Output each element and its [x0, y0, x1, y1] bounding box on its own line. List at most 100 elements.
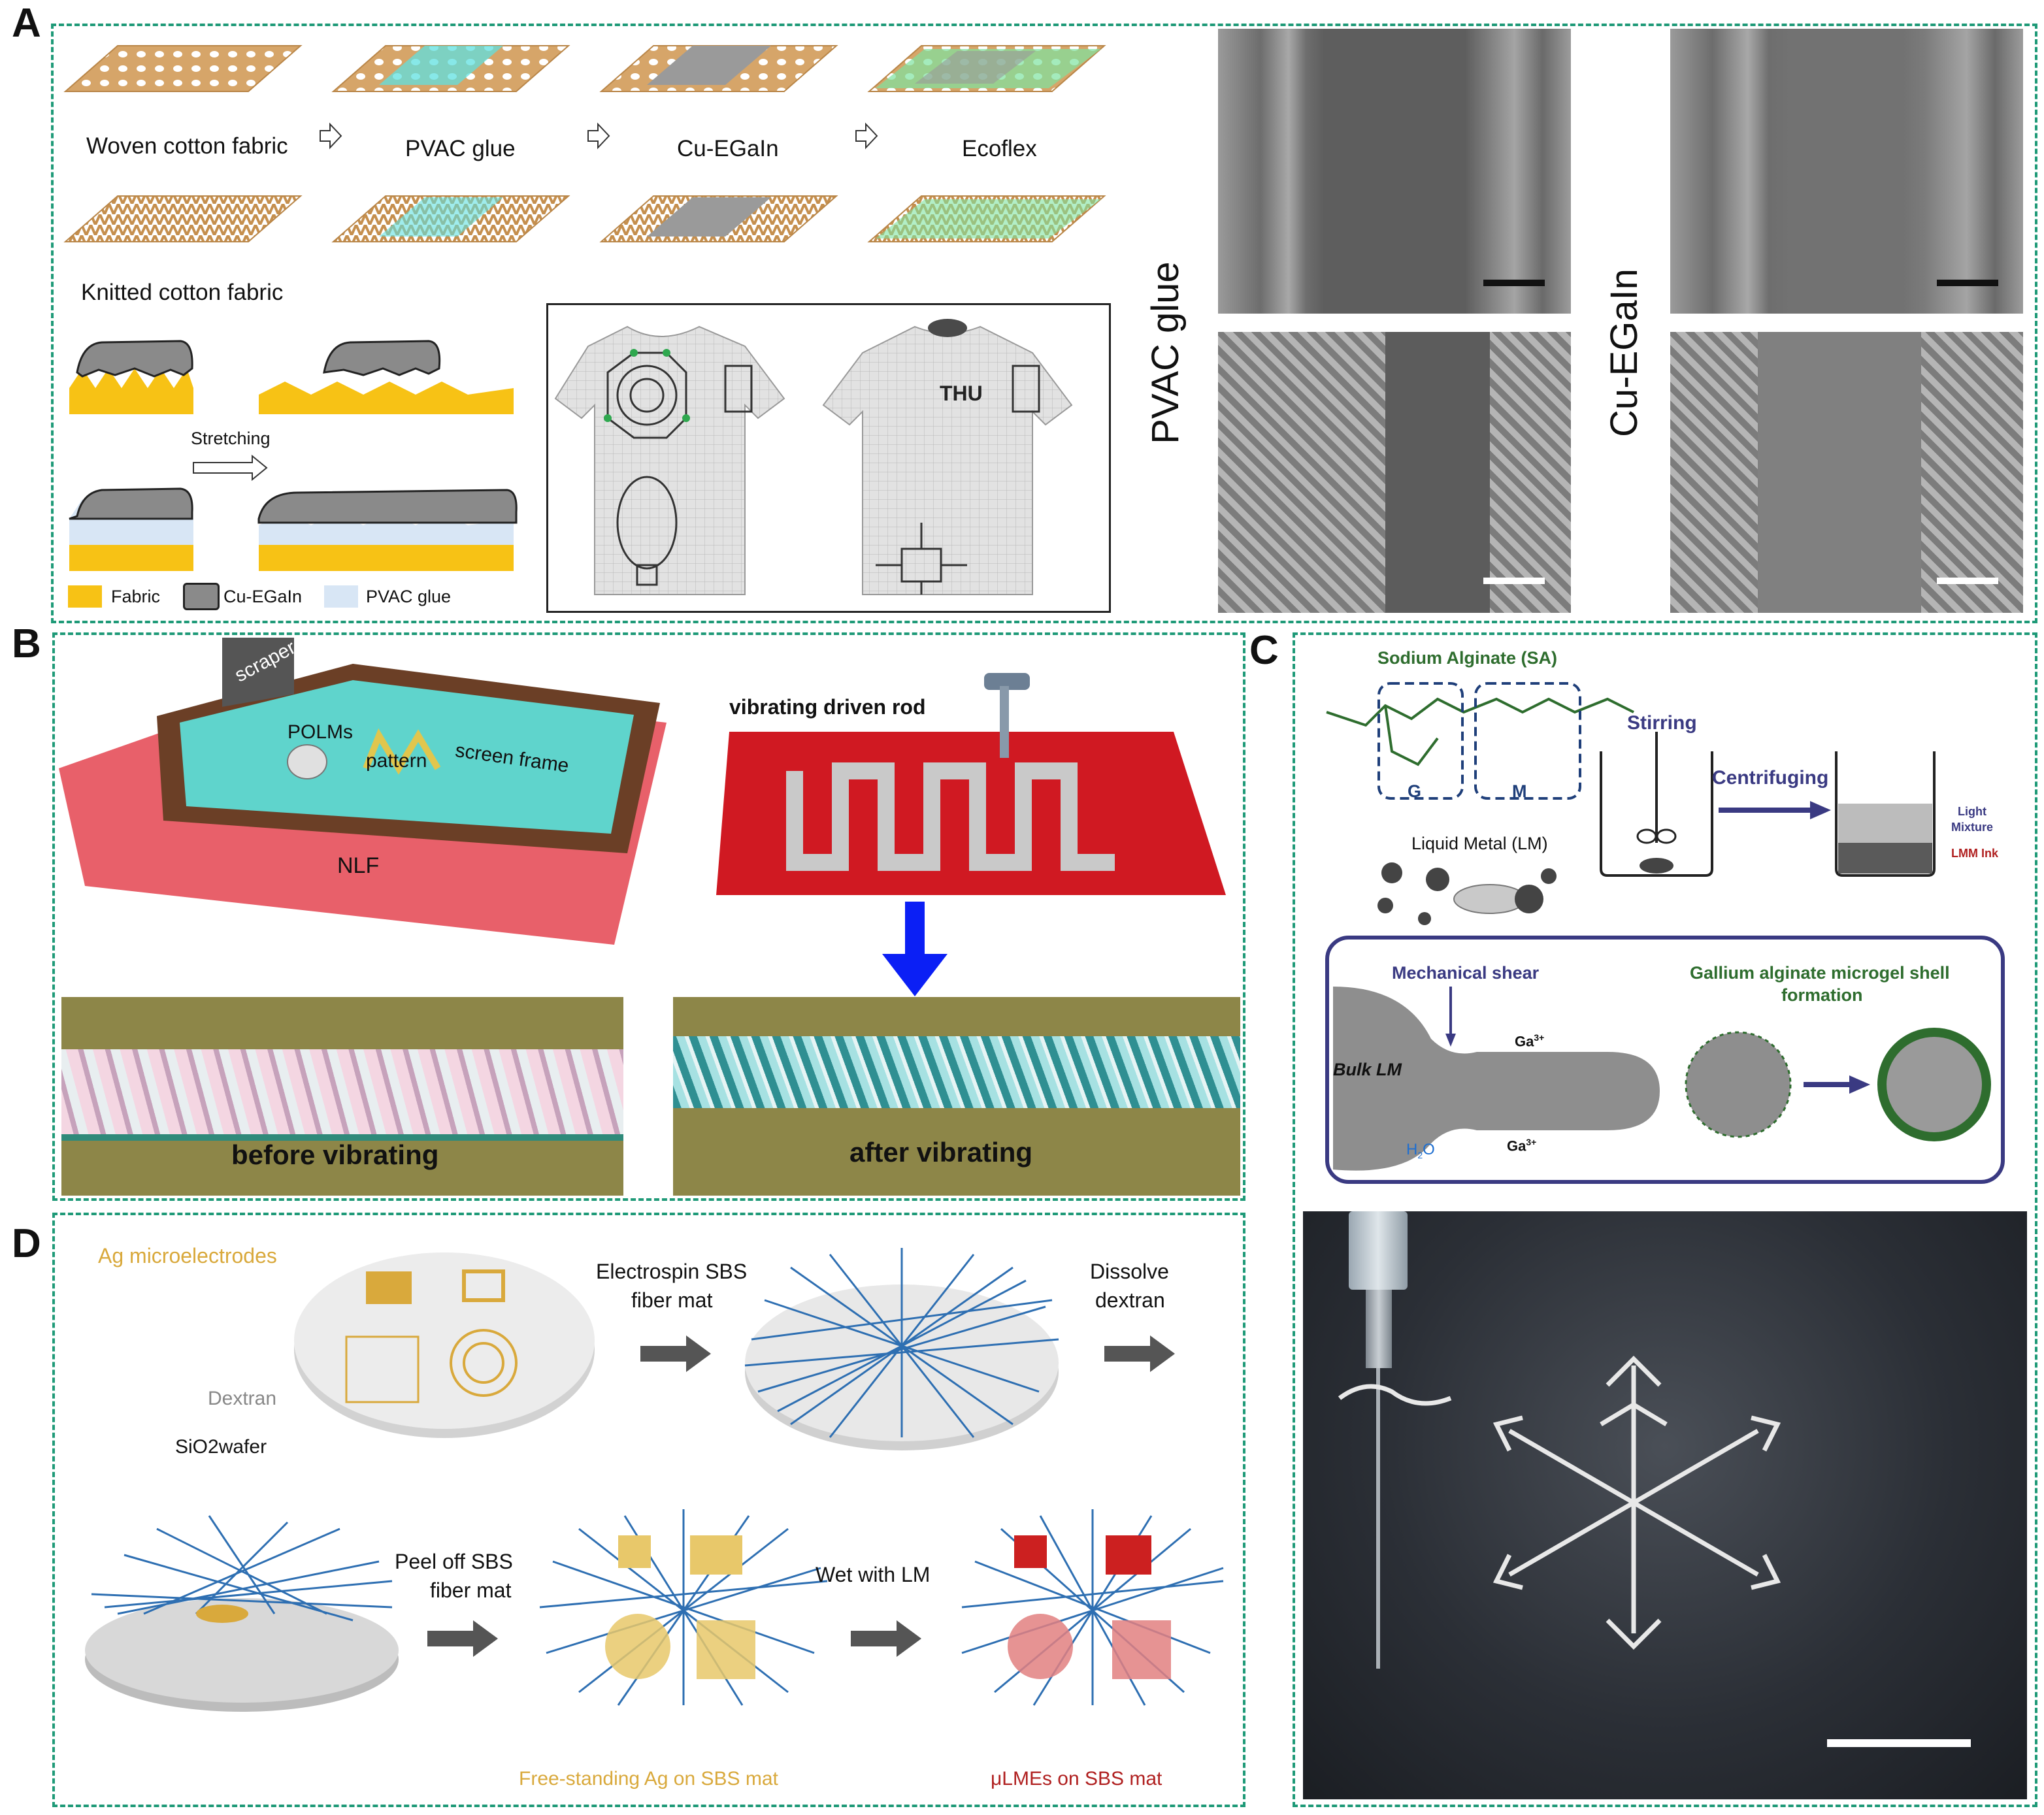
after-label: after vibrating — [849, 1137, 1033, 1168]
gallium-label-1: Gallium alginate microgel shell — [1690, 963, 1950, 983]
free-standing-ag-mat — [539, 1509, 828, 1706]
snowflake-print-photo — [1303, 1211, 2027, 1799]
woven-tile-2 — [331, 45, 570, 92]
cuegain-step-label: Cu-EGaIn — [677, 136, 779, 161]
knitted-tile-4 — [867, 195, 1106, 242]
liquid-metal-label: Liquid Metal (LM) — [1411, 834, 1548, 853]
step-arrow-3 — [855, 122, 878, 150]
ag-microelectrodes-label: Ag microelectrodes — [98, 1244, 277, 1267]
g-label: G — [1408, 781, 1422, 801]
pvac-step-label: PVAC glue — [405, 136, 516, 161]
dissolve-label-1: Dissolve — [1090, 1260, 1169, 1283]
panel-a-frame — [51, 24, 2037, 623]
panel-c-frame — [1293, 632, 2037, 1807]
legend-pvac-swatch — [324, 585, 358, 608]
scale-bar — [1827, 1739, 1971, 1747]
microgel-box — [1325, 936, 2005, 1184]
ulmes-label: μLMEs on SBS mat — [991, 1768, 1162, 1790]
peeled-mat-on-wafer — [85, 1515, 399, 1712]
dissolve-label-2: dextran — [1095, 1288, 1165, 1312]
polms-label: POLMs — [288, 721, 354, 743]
stirring-label: Stirring — [1627, 712, 1697, 734]
legend-fabric-label: Fabric — [111, 587, 161, 606]
woven-tile-1 — [63, 45, 303, 92]
woven-tile-3 — [599, 45, 838, 92]
electrospin-label-1: Electrospin SBS — [596, 1260, 748, 1283]
before-vibrating-photo — [61, 997, 623, 1196]
ga-top-label: Ga3+ — [1515, 1032, 1545, 1050]
stretching-label: Stretching — [191, 429, 271, 448]
scale-bar — [1483, 578, 1545, 584]
centrifuging-label: Centrifuging — [1712, 767, 1829, 789]
woven-fabric-tiles — [63, 45, 1106, 242]
electrospin-label-2: fiber mat — [631, 1288, 713, 1312]
scale-bar — [1937, 578, 1998, 584]
process-arrow-icon — [427, 1620, 498, 1657]
knitted-tile-3 — [599, 195, 838, 242]
woven-tile-4 — [867, 45, 1106, 92]
ulme-mat — [961, 1509, 1224, 1706]
legend-cuegain-swatch — [183, 583, 220, 610]
before-label: before vibrating — [231, 1139, 439, 1170]
snowflake-pattern — [1338, 1356, 1781, 1650]
scale-bar — [1937, 280, 1998, 286]
side-label-cuegain: Cu-EGaIn — [1603, 269, 1645, 437]
wafer-label: SiO2wafer — [175, 1436, 267, 1458]
legend-fabric-swatch — [68, 585, 102, 608]
light-label-1: Light — [1958, 805, 1986, 818]
h2o-label: H2O — [1406, 1141, 1435, 1160]
nlf-label: NLF — [337, 853, 380, 878]
gallium-label-2: formation — [1781, 985, 1863, 1005]
peel-label-2: fiber mat — [430, 1578, 512, 1602]
knitted-tile-2 — [331, 195, 570, 242]
bulk-lm-label: Bulk LM — [1333, 1060, 1402, 1079]
legend-cuegain-label: Cu-EGaIn — [223, 587, 303, 606]
panel-d-frame — [52, 1213, 1245, 1807]
ga-bottom-label: Ga3+ — [1507, 1137, 1537, 1154]
mechanical-shear-label: Mechanical shear — [1392, 963, 1540, 983]
panel-letter-c: C — [1249, 628, 1279, 673]
knitted-label: Knitted cotton fabric — [81, 280, 284, 305]
vibrating-rod-illustration — [716, 673, 1226, 895]
lmm-ink-label: LMM Ink — [1951, 847, 1998, 860]
shirt-thu-text: THU — [940, 382, 983, 405]
tshirt-front — [554, 325, 785, 595]
process-arrow-icon — [851, 1620, 921, 1657]
sem-cuegain-woven — [1670, 29, 2023, 314]
vibrating-rod-label: vibrating driven rod — [729, 695, 926, 719]
knitted-tile-1 — [63, 195, 303, 242]
step-arrow-1 — [320, 122, 342, 150]
ecoflex-step-label: Ecoflex — [962, 136, 1037, 161]
free-standing-ag-label: Free-standing Ag on SBS mat — [519, 1768, 778, 1790]
panel-letter-b: B — [12, 621, 41, 666]
beakers-process — [1600, 732, 1936, 877]
microgel-formation — [1333, 987, 1991, 1171]
sem-pvac-woven — [1218, 29, 1571, 314]
wet-label: Wet with LM — [816, 1563, 931, 1586]
stretching-schematic — [69, 340, 518, 571]
after-vibrating-photo — [673, 997, 1240, 1196]
scale-bar — [1483, 280, 1545, 286]
panel-letter-d: D — [12, 1221, 41, 1266]
panel-letter-a: A — [12, 1, 41, 46]
wafer-with-electrodes — [294, 1252, 595, 1438]
woven-label: Woven cotton fabric — [86, 133, 288, 159]
peel-label-1: Peel off SBS — [395, 1550, 513, 1573]
tshirt-illustration — [554, 319, 1073, 595]
sodium-alginate-label: Sodium Alginate (SA) — [1377, 648, 1557, 668]
m-label: M — [1512, 781, 1527, 801]
side-label-pvac: PVAC glue — [1144, 261, 1187, 444]
alginate-structure — [1326, 682, 1634, 800]
legend-pvac-label: PVAC glue — [366, 587, 452, 606]
process-arrow-icon — [640, 1335, 711, 1372]
light-label-2: Mixture — [1951, 821, 1994, 834]
liquid-metal-droplets — [1377, 862, 1557, 925]
step-arrow-2 — [587, 122, 610, 150]
pattern-label: pattern — [366, 750, 427, 772]
tshirt-back — [822, 319, 1073, 595]
electrospun-mat-on-wafer — [744, 1248, 1059, 1450]
panel-b-frame — [52, 632, 1245, 1201]
process-arrow-icon — [1104, 1335, 1175, 1372]
screen-printing-illustration — [59, 638, 667, 945]
dextran-label: Dextran — [208, 1388, 277, 1409]
